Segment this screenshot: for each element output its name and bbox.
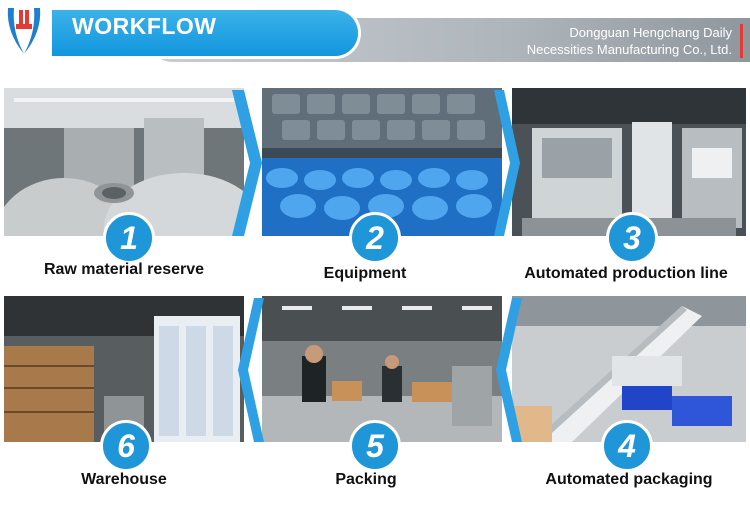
photo-raw-material <box>4 88 244 236</box>
company-line-1: Dongguan Hengchang Daily <box>569 25 732 40</box>
step-label-3: Automated production line <box>524 265 728 282</box>
photo-production-line <box>512 88 746 236</box>
chevron-left-icon <box>496 298 522 442</box>
step-badge-1: 1 <box>103 212 155 264</box>
step-label-4: Automated packaging <box>545 471 713 488</box>
logo-icon <box>7 8 41 54</box>
chevron-right-icon <box>494 90 520 236</box>
header: WORKFLOW Dongguan Hengchang Daily Necess… <box>0 0 750 72</box>
company-name: Dongguan Hengchang Daily Necessities Man… <box>527 24 732 58</box>
chevron-left-icon <box>238 298 264 442</box>
page-title: WORKFLOW <box>72 13 217 39</box>
photo-warehouse <box>4 296 244 442</box>
step-label-5: Packing <box>335 471 397 488</box>
step-badge-2: 2 <box>349 212 401 264</box>
title-pill <box>52 10 358 56</box>
step-badge-3: 3 <box>606 212 658 264</box>
step-label-6: Warehouse <box>81 471 167 488</box>
red-accent-bar <box>740 24 743 58</box>
company-line-2: Necessities Manufacturing Co., Ltd. <box>526 42 732 57</box>
step-label-1: Raw material reserve <box>43 261 205 278</box>
step-badge-6: 6 <box>100 420 152 472</box>
step-badge-4: 4 <box>601 420 653 472</box>
chevron-right-icon <box>232 90 262 236</box>
photo-automated-packaging <box>512 296 746 442</box>
step-label-2: Equipment <box>323 265 407 282</box>
step-badge-5: 5 <box>349 420 401 472</box>
